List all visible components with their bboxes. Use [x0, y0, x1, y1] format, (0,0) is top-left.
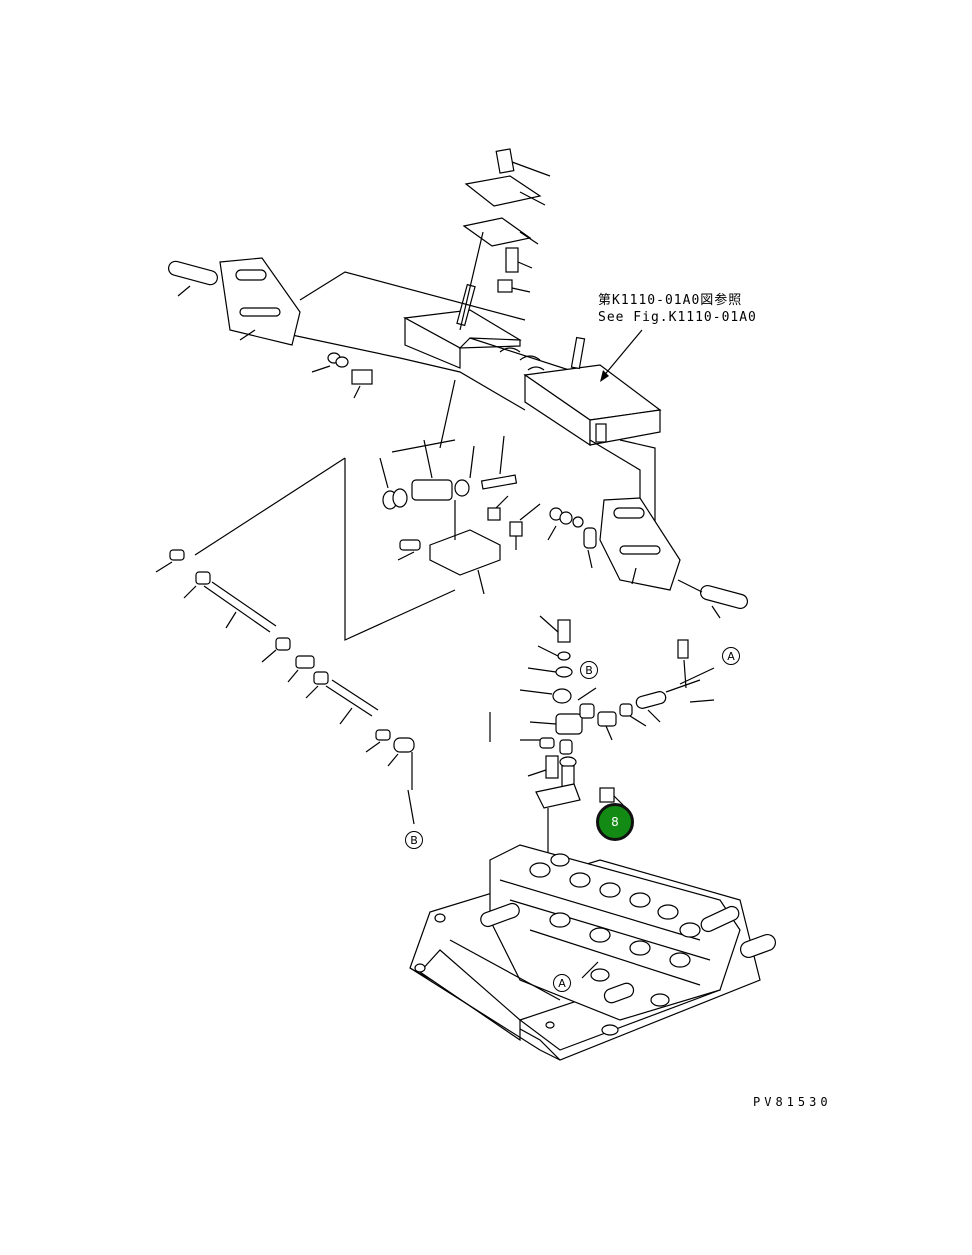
connector-label-a-lower: A — [553, 974, 571, 992]
reference-arrow — [600, 329, 643, 382]
callout-badge-8[interactable]: 8 — [596, 803, 634, 841]
left-rod-linkage — [155, 549, 415, 825]
connector-label-b-upper: B — [580, 661, 598, 679]
upper-main-bracket — [403, 231, 662, 447]
reference-note-japanese: 第K1110-01A0図参照 — [598, 293, 743, 308]
reference-note-english: See Fig.K1110-01A0 — [598, 310, 757, 325]
drawing-number: PV81530 — [753, 1095, 832, 1109]
center-pivot-assembly — [379, 435, 541, 595]
right-lever-bracket — [547, 497, 749, 619]
connector-label-a-upper: A — [722, 647, 740, 665]
reference-note: 第K1110-01A0図参照 See Fig.K1110-01A0 — [598, 292, 757, 326]
top-bolt-assembly — [462, 148, 551, 293]
right-cable-assembly — [619, 639, 715, 727]
left-lever-bracket — [168, 257, 373, 399]
frame-outline — [194, 271, 656, 641]
connector-label-b-lower: B — [405, 831, 423, 849]
control-valve-block — [409, 844, 776, 1061]
